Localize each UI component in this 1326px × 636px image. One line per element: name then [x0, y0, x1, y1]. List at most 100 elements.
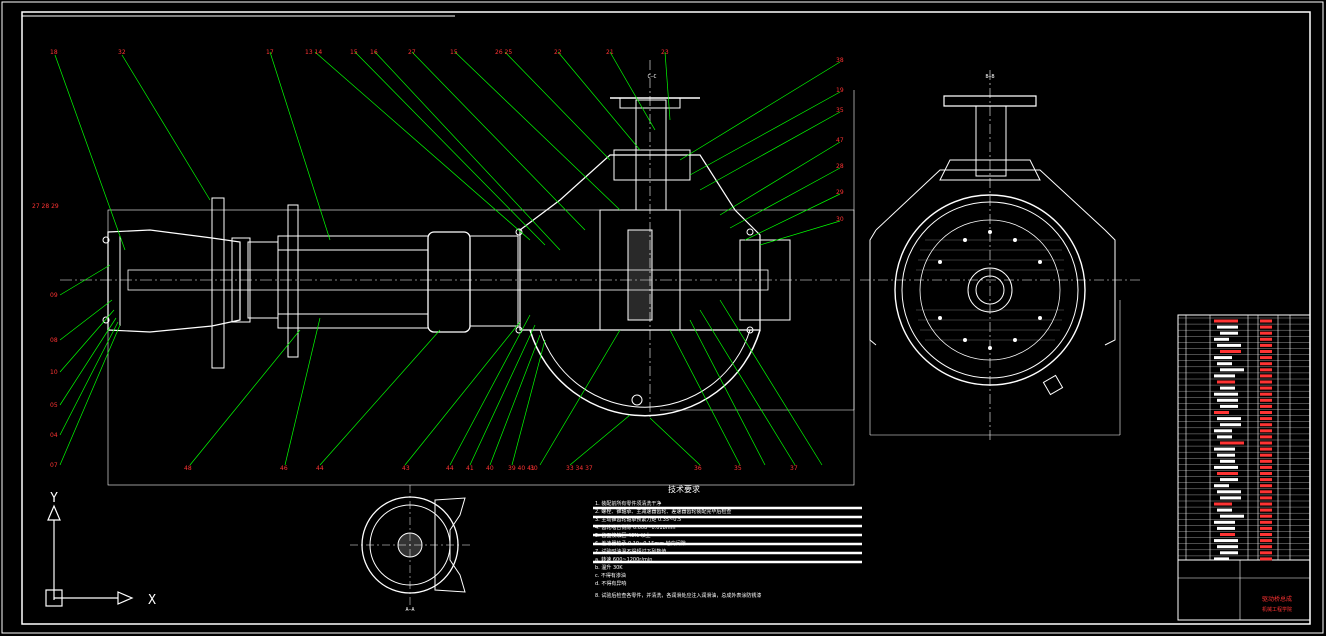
part-label: 19: [836, 87, 844, 94]
parts-row-material-mark: [1260, 465, 1272, 469]
parts-row-text-mark: [1214, 374, 1235, 378]
part-label: 30: [836, 216, 844, 223]
part-label: 30: [530, 465, 538, 472]
tech-requirement-line: 7. 试验时油温不得超过下列数值: [595, 549, 667, 555]
parts-row-text-mark: [1217, 325, 1238, 329]
parts-row-text-mark: [1217, 453, 1235, 457]
parts-row-text-mark: [1220, 386, 1235, 390]
parts-row-text-mark: [1220, 350, 1241, 353]
part-label: 15: [450, 49, 458, 56]
parts-row-text-mark: [1214, 392, 1238, 396]
parts-row-material-mark: [1260, 380, 1272, 384]
parts-row-text-mark: [1220, 514, 1244, 518]
part-label: 40: [486, 465, 494, 472]
part-label: 16: [370, 49, 378, 56]
part-label: 15: [350, 49, 358, 56]
tech-requirement-line: a. 转速 600~1200r/min: [595, 557, 653, 563]
part-label: 47: [836, 137, 844, 144]
brake-drum: [427, 231, 471, 333]
parts-row-material-mark: [1260, 429, 1272, 433]
parts-row-text-mark: [1217, 545, 1238, 549]
parts-row-material-mark: [1260, 417, 1272, 421]
part-label: 10: [50, 369, 58, 376]
parts-row-text-mark: [1220, 404, 1238, 408]
ucs-axis-icon: [45, 504, 134, 607]
parts-row-material-mark: [1260, 337, 1272, 341]
parts-row-text-mark: [1220, 331, 1238, 335]
tech-requirements-block: 1. 装配前所有零件须清洗干净 2. 螺栓、锥轴承、主减速器齿轮、差速器齿轮装配完…: [595, 500, 865, 600]
parts-row-text-mark: [1217, 380, 1235, 384]
part-label: 08: [50, 337, 58, 344]
parts-row-text-mark: [1214, 520, 1235, 524]
parts-row-text-mark: [1214, 356, 1232, 360]
parts-list-rows: [1178, 317, 1310, 561]
parts-row-text-mark: [1217, 398, 1238, 402]
part-label: 26 25: [495, 49, 512, 56]
parts-row-material-mark: [1260, 356, 1272, 360]
parts-row-material-mark: [1260, 508, 1272, 512]
section-aa-view: [350, 485, 470, 605]
part-label: 43: [402, 465, 410, 472]
tech-requirement-line: 2. 螺栓、锥轴承、主减速器齿轮、差速器齿轮装配完毕后检查: [595, 509, 732, 515]
parts-row-material-mark: [1260, 520, 1272, 524]
tech-requirement-lines: [593, 506, 862, 564]
half-shaft: [127, 269, 769, 291]
axis-y-label: Y: [50, 491, 58, 506]
parts-row-material-mark: [1260, 404, 1272, 408]
parts-row-text-mark: [1217, 508, 1232, 512]
part-label: 28: [836, 163, 844, 170]
part-label: 18: [50, 49, 58, 56]
parts-row-material-mark: [1260, 374, 1272, 378]
tech-requirement-line: d. 不得有异响: [595, 581, 627, 587]
ring-gear-outer: [894, 194, 1086, 386]
parts-row-material-mark: [1260, 350, 1272, 353]
parts-row-material-mark: [1260, 392, 1272, 396]
part-label: 27 28 29: [32, 203, 59, 210]
parts-row-text-mark: [1217, 526, 1235, 530]
parts-row-material-mark: [1260, 331, 1272, 335]
tech-requirement-line: 5. 齿面接触区 40% 以上: [595, 533, 651, 539]
axis-x-label: X: [148, 593, 156, 608]
parts-row-material-mark: [1260, 459, 1272, 463]
part-labels: 18 32 17 13 14 15 16 27 15 26 25 22 21 2…: [32, 49, 844, 472]
parts-row-text-mark: [1220, 533, 1235, 536]
part-label: 35: [734, 465, 742, 472]
part-label: 36: [694, 465, 702, 472]
tech-requirement-note-8: 8. 试验后检查各零件，并清洗，各润滑处应注入润滑油，总成外表涂防锈漆: [595, 593, 762, 599]
parts-row-text-mark: [1220, 423, 1241, 427]
part-label: 09: [50, 292, 58, 299]
tech-requirement-line: 6. 差速器轴承 0.10~0.15mm 轴向间隙: [595, 541, 686, 547]
parts-row-text-mark: [1214, 484, 1229, 488]
parts-row-material-mark: [1260, 368, 1272, 372]
parts-row-text-mark: [1217, 362, 1232, 366]
parts-row-text-mark: [1217, 435, 1232, 439]
parts-row-text-mark: [1220, 441, 1244, 445]
part-label: 38: [836, 57, 844, 64]
parts-row-text-mark: [1214, 465, 1238, 469]
tech-requirement-line: 4. 齿轮啮合侧隙 0.008~0.018mm: [595, 525, 676, 531]
parts-row-material-mark: [1260, 551, 1272, 555]
tech-requirement-line: 3. 主动锥齿轮轴承预紧力矩 0.35~0.5: [595, 517, 682, 523]
part-label: 04: [50, 432, 58, 439]
parts-row-material-mark: [1260, 441, 1272, 445]
parts-row-material-mark: [1260, 557, 1272, 561]
parts-row-text-mark: [1220, 551, 1238, 555]
parts-row-material-mark: [1260, 319, 1272, 323]
part-label: 46: [280, 465, 288, 472]
drawing-name: 驱动桥总成: [1262, 596, 1293, 603]
tech-requirement-line: 1. 装配前所有零件须清洗干净: [595, 501, 662, 507]
parts-row-text-mark: [1214, 502, 1232, 506]
bolt-markers: [102, 228, 754, 406]
part-label: 21: [606, 49, 614, 56]
main-assembly-view: [60, 60, 855, 486]
part-label: 22: [554, 49, 562, 56]
part-label: 17: [266, 49, 274, 56]
parts-row-material-mark: [1260, 539, 1272, 543]
section-c-label: C—C: [647, 74, 656, 80]
part-label: 23: [661, 49, 669, 56]
parts-row-material-mark: [1260, 453, 1272, 457]
differential-housing-spherical: [529, 329, 761, 417]
section-aa-label: A—A: [405, 607, 414, 613]
